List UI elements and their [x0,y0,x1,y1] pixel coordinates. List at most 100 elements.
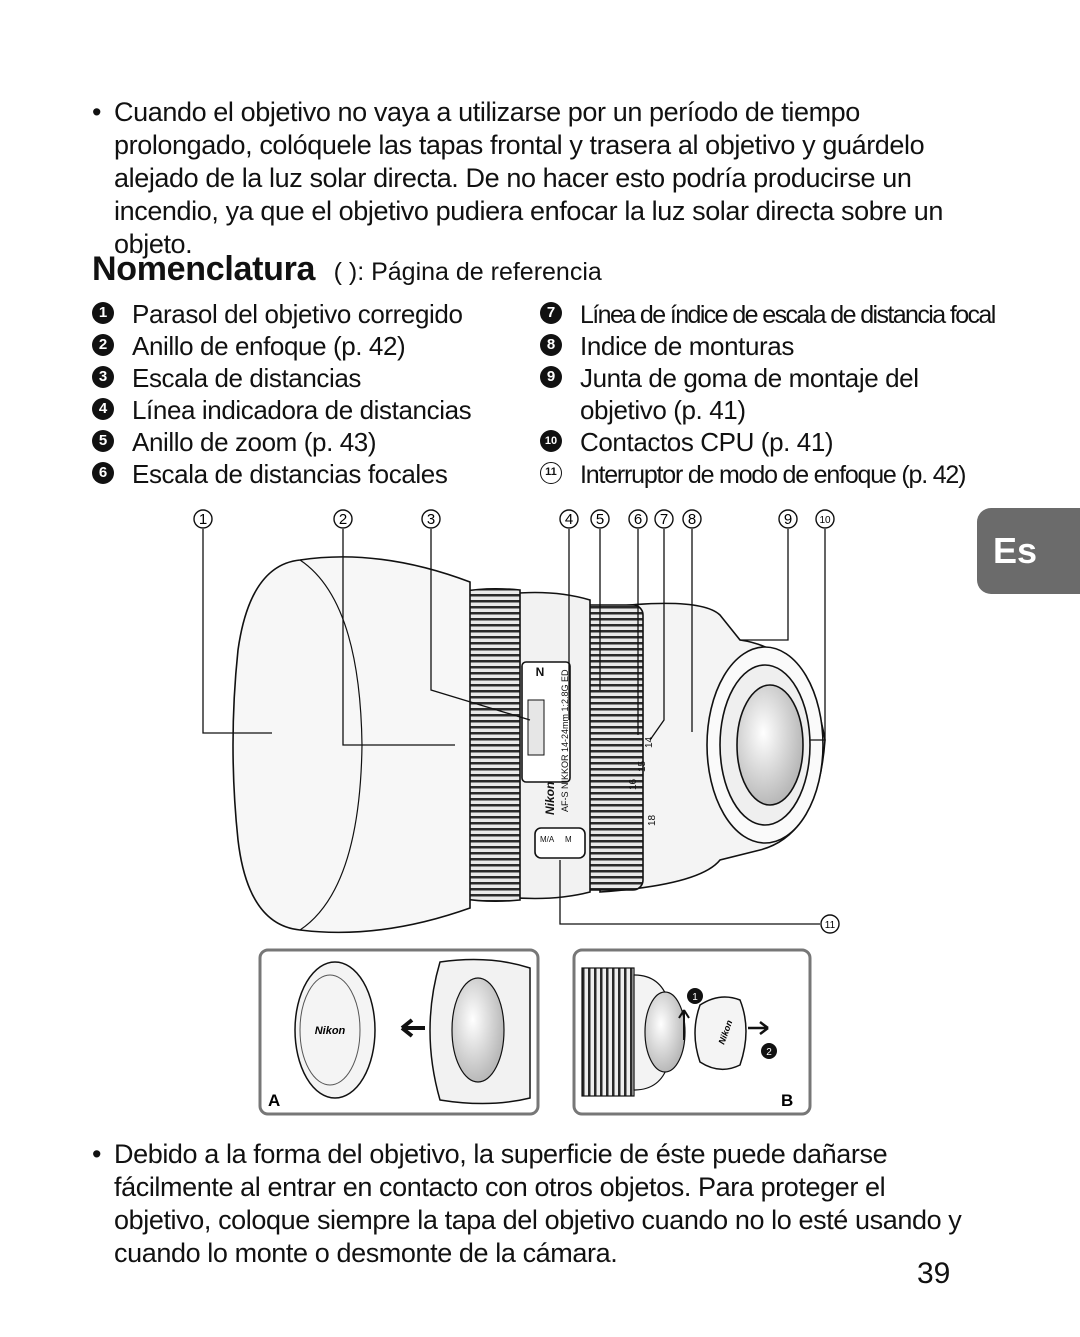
svg-text:M: M [565,835,572,844]
lens-mid-barrel [469,591,591,900]
legend-label: Línea de índice de escala de distancia f… [580,301,996,329]
lens-hood [232,556,471,934]
legend-item: 10 Contactos CPU (p. 41) [540,426,995,458]
focus-mode-switch [534,827,586,859]
rotate-arrow-icon [678,1009,690,1040]
svg-text:B: B [781,1091,793,1110]
legend-item: 8 Indice de monturas [540,330,995,362]
svg-text:Nikon: Nikon [543,782,557,815]
legend-label: Escala de distancias [132,363,362,393]
intro-paragraph: • Cuando el objetivo no vaya a utilizars… [92,96,972,261]
outro-text: Debido a la forma del objetivo, la super… [114,1139,962,1268]
bullet: • [92,97,102,127]
legend-label: Anillo de enfoque (p. 42) [132,331,406,361]
lens-rear-barrel [599,602,826,893]
outro-paragraph: • Debido a la forma del objetivo, la sup… [92,1138,972,1270]
legend-item: 11 Interruptor de modo de enfoque (p. 42) [540,458,995,490]
svg-text:Nikon: Nikon [716,1018,734,1045]
svg-text:14: 14 [644,736,655,748]
zoom-ring [574,604,644,891]
svg-text:18: 18 [647,814,658,826]
svg-text:2: 2 [766,1047,772,1058]
legend-item: 1 Parasol del objetivo corregido [92,298,471,330]
callout-number: 4 [92,398,114,420]
lens-hood-inset [429,958,531,1105]
legend-label: Línea indicadora de distancias [132,395,472,425]
legend-item-continuation: objetivo (p. 41) [540,394,995,426]
language-tab: Es [977,508,1080,594]
lens-illustration [232,556,826,934]
legend-item: 6 Escala de distancias focales [92,458,471,490]
svg-text:1: 1 [199,511,207,528]
svg-text:15: 15 [637,760,648,772]
callout-8: 8 [682,509,702,529]
callout-number: 9 [540,366,562,388]
rear-glass [736,684,804,806]
svg-text:M/A: M/A [540,835,555,844]
svg-text:8: 8 [688,511,696,528]
callout-number: 5 [92,430,114,452]
legend-label: Escala de distancias focales [132,459,448,489]
svg-text:7: 7 [660,511,668,528]
legend-label: Indice de monturas [580,331,794,361]
mount-ring [719,664,811,826]
svg-text:Nikon: Nikon [315,1025,346,1037]
callout-number: 3 [92,366,114,388]
legend-label: Anillo de zoom (p. 43) [132,427,377,457]
arrow-icon [748,1021,769,1035]
legend-label: Contactos CPU (p. 41) [580,427,834,457]
callout-number: 8 [540,334,562,356]
svg-text:16: 16 [628,778,639,790]
focus-ring [419,588,521,903]
reference-note: ( ): Página de referencia [333,258,602,286]
svg-text:N: N [536,665,545,679]
svg-text:6: 6 [634,511,642,528]
section-title: Nomenclatura [92,250,316,288]
callout-5: 5 [590,509,610,529]
callout-7: 7 [654,509,674,529]
section-heading: Nomenclatura ( ): Página de referencia [92,250,602,289]
legend-item: 3 Escala de distancias [92,362,471,394]
svg-text:A: A [268,1091,280,1110]
front-lens-cap [294,961,376,1099]
step-2-badge: 2 [761,1043,777,1059]
callout-number: 2 [92,334,114,356]
legend-label: Parasol del objetivo corregido [132,299,463,329]
callout-number: 6 [92,462,114,484]
callout-10: 10 [815,509,835,529]
lens-mount [706,646,824,844]
callout-row: 1 2 3 4 5 6 7 8 9 10 11 [193,509,840,934]
bullet: • [92,1139,102,1169]
svg-text:3: 3 [427,511,435,528]
svg-text:AF-S NIKKOR 14-24mm 1:2.8G ED: AF-S NIKKOR 14-24mm 1:2.8G ED [560,669,570,812]
svg-text:10: 10 [819,515,831,526]
legend-label: Interruptor de modo de enfoque (p. 42) [580,461,966,489]
legend-label: Junta de goma de montaje del [580,363,919,393]
svg-text:11: 11 [825,920,836,931]
arrow-icon [400,1018,425,1038]
callout-9: 9 [778,509,798,529]
callout-6: 6 [628,509,648,529]
callout-2: 2 [333,509,353,529]
legend-item: 4 Línea indicadora de distancias [92,394,472,426]
inset-a: Nikon A [258,948,540,1116]
intro-text: Cuando el objetivo no vaya a utilizarse … [114,97,943,259]
callout-number: 1 [92,302,114,324]
step-1-badge: 1 [687,988,703,1004]
rear-lens-cap [694,996,747,1071]
legend-item: 2 Anillo de enfoque (p. 42) [92,330,471,362]
svg-text:9: 9 [784,511,792,528]
legend-label: objetivo (p. 41) [580,395,746,425]
svg-text:5: 5 [596,511,604,528]
page-number: 39 [917,1257,951,1290]
callout-number: 11 [540,462,562,484]
leader-lines [202,529,826,925]
callout-3: 3 [421,509,441,529]
svg-text:4: 4 [565,511,573,528]
legend-item: 9 Junta de goma de montaje del [540,362,995,394]
callout-number: 10 [540,430,562,452]
callout-1: 1 [193,509,213,529]
callout-4: 4 [559,509,579,529]
